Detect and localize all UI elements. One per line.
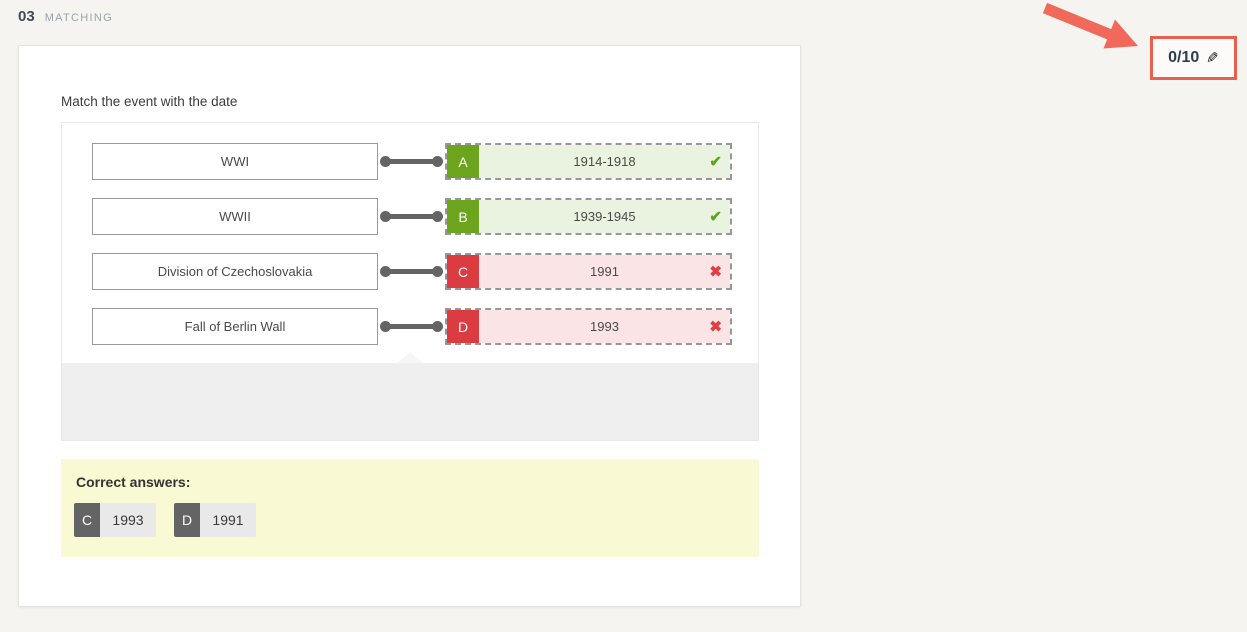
answer-letter: A — [447, 145, 479, 178]
event-box: Fall of Berlin Wall — [92, 308, 378, 345]
connector-dot — [432, 321, 443, 332]
answer-letter: C — [447, 255, 479, 288]
match-row: Division of Czechoslovakia C 1991 ✖ — [62, 253, 758, 290]
event-label: Division of Czechoslovakia — [157, 264, 313, 279]
tray-notch — [397, 352, 423, 363]
score-badge[interactable]: 0/10 ✎ — [1150, 36, 1237, 80]
correct-answer-chip: C 1993 — [74, 503, 156, 537]
question-number: 03 — [18, 8, 35, 25]
correct-answer-chips: C 1993 D 1991 — [74, 503, 256, 537]
event-label: WWI — [220, 154, 250, 169]
event-label: WWII — [219, 209, 251, 224]
check-icon: ✔ — [709, 153, 722, 170]
event-box: Division of Czechoslovakia — [92, 253, 378, 290]
correct-answers-box: Correct answers: C 1993 D 1991 — [61, 459, 759, 557]
connector-line — [378, 198, 445, 235]
connector-bar — [384, 269, 439, 274]
question-header: 03 MATCHING — [18, 8, 113, 25]
event-box: WWII — [92, 198, 378, 235]
answer-value: 1993 — [479, 310, 730, 343]
cross-icon: ✖ — [709, 263, 722, 280]
connector-dot — [432, 156, 443, 167]
chip-letter: C — [74, 503, 100, 537]
pencil-edit-icon[interactable]: ✎ — [1206, 49, 1219, 67]
correct-answers-label: Correct answers: — [76, 474, 191, 490]
score-value: 0/10 — [1168, 49, 1200, 66]
connector-line — [378, 253, 445, 290]
connector-line — [378, 308, 445, 345]
question-card: Match the event with the date WWI A 1914… — [18, 45, 801, 607]
correct-answer-chip: D 1991 — [174, 503, 256, 537]
cross-icon: ✖ — [709, 318, 722, 335]
answer-letter: D — [447, 310, 479, 343]
answer-value: 1939-1945 — [479, 200, 730, 233]
answer-value: 1914-1918 — [479, 145, 730, 178]
match-row: WWI A 1914-1918 ✔ — [62, 143, 758, 180]
connector-bar — [384, 214, 439, 219]
answer-letter: B — [447, 200, 479, 233]
event-box: WWI — [92, 143, 378, 180]
answer-dropzone[interactable]: A 1914-1918 ✔ — [445, 143, 732, 180]
question-prompt: Match the event with the date — [61, 94, 238, 109]
chip-value: 1991 — [200, 503, 256, 537]
annotation-arrow-icon — [1042, 2, 1138, 49]
matching-panel: WWI A 1914-1918 ✔ WWII B — [61, 122, 759, 441]
connector-dot — [432, 266, 443, 277]
question-type-label: MATCHING — [44, 12, 113, 24]
drag-tray[interactable] — [62, 352, 758, 440]
match-row: Fall of Berlin Wall D 1993 ✖ — [62, 308, 758, 345]
connector-bar — [384, 159, 439, 164]
connector-dot — [432, 211, 443, 222]
event-label: Fall of Berlin Wall — [184, 319, 286, 334]
connector-bar — [384, 324, 439, 329]
chip-letter: D — [174, 503, 200, 537]
answer-value: 1991 — [479, 255, 730, 288]
answer-dropzone[interactable]: D 1993 ✖ — [445, 308, 732, 345]
connector-line — [378, 143, 445, 180]
match-row: WWII B 1939-1945 ✔ — [62, 198, 758, 235]
answer-dropzone[interactable]: C 1991 ✖ — [445, 253, 732, 290]
check-icon: ✔ — [709, 208, 722, 225]
answer-dropzone[interactable]: B 1939-1945 ✔ — [445, 198, 732, 235]
chip-value: 1993 — [100, 503, 156, 537]
